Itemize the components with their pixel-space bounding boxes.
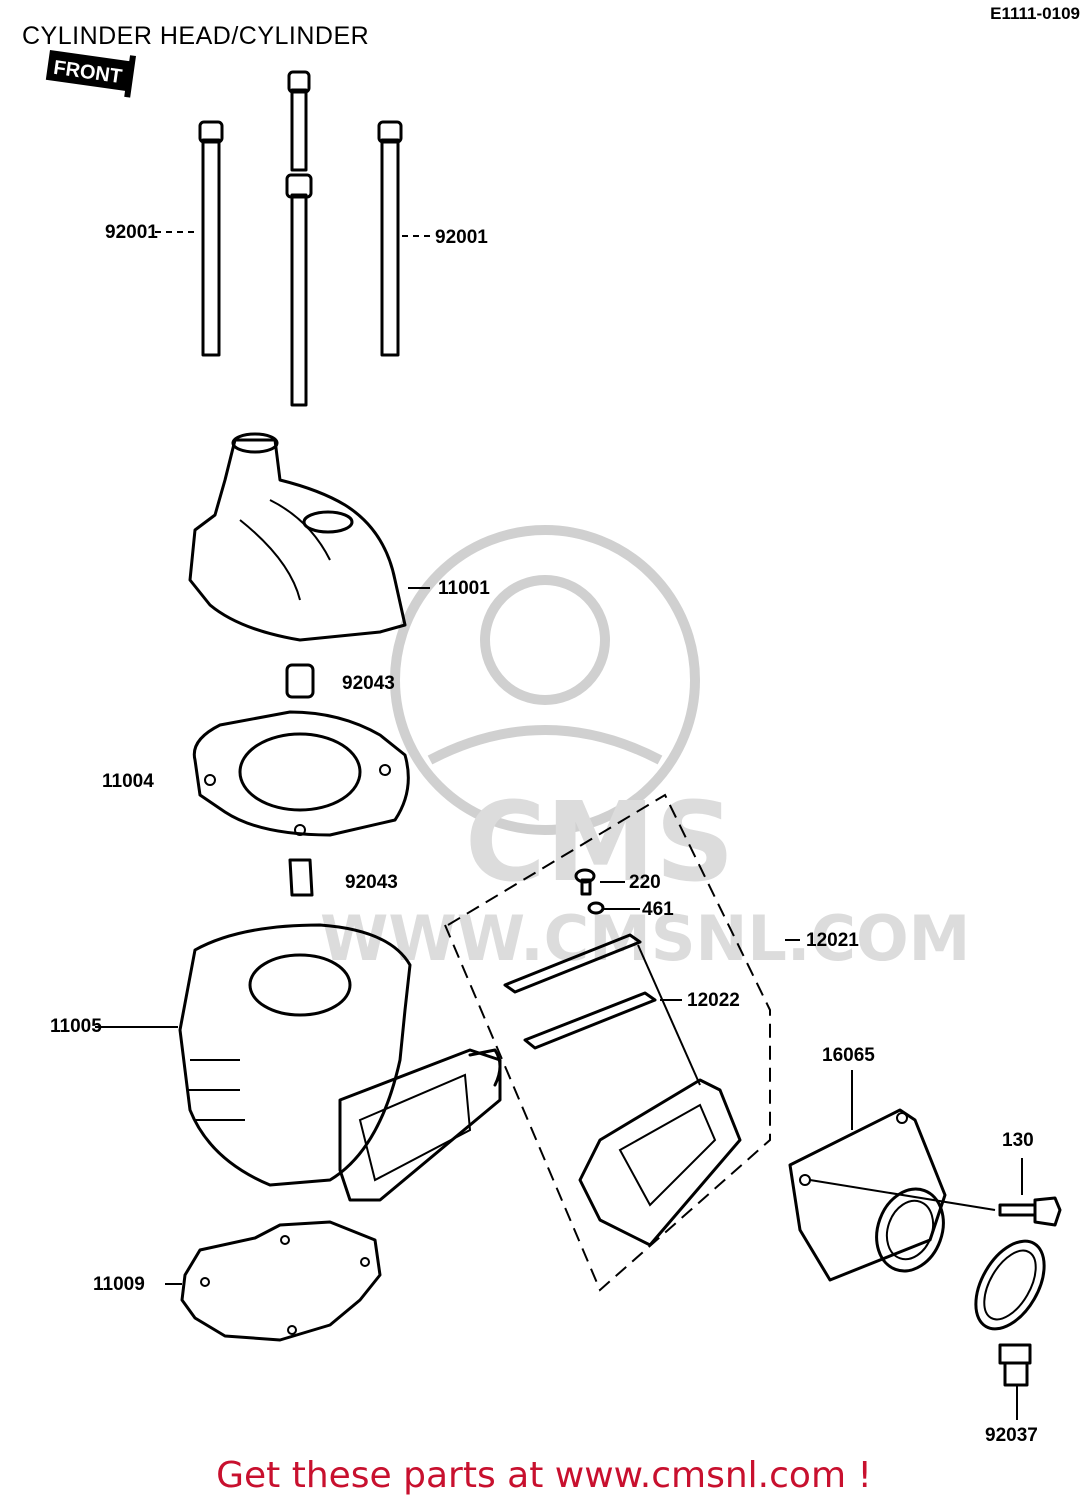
callout-92001-left[interactable]: 92001 xyxy=(105,222,158,243)
watermark-brand: CMS xyxy=(465,778,734,906)
stud-bolts xyxy=(155,70,430,407)
callout-92037[interactable]: 92037 xyxy=(985,1425,1038,1446)
callout-92043-lower[interactable]: 92043 xyxy=(345,872,398,893)
callout-11004[interactable]: 11004 xyxy=(102,771,154,792)
callout-11001[interactable]: 11001 xyxy=(438,578,490,599)
page-title: CYLINDER HEAD/CYLINDER xyxy=(22,22,370,50)
callout-12021[interactable]: 12021 xyxy=(806,930,859,951)
dowel-upper-drawing xyxy=(285,663,315,699)
flange-bolt-drawing xyxy=(998,1158,1062,1227)
callout-11009[interactable]: 11009 xyxy=(93,1274,145,1295)
callout-220[interactable]: 220 xyxy=(629,872,661,893)
base-gasket-drawing xyxy=(165,1220,382,1342)
callout-11005[interactable]: 11005 xyxy=(50,1016,102,1037)
cylinder-head-drawing xyxy=(188,432,430,642)
callout-92043-upper[interactable]: 92043 xyxy=(342,673,395,694)
callout-12022[interactable]: 12022 xyxy=(687,990,740,1011)
dowel-lower-drawing xyxy=(288,858,314,897)
promo-link[interactable]: Get these parts at www.cmsnl.com ! xyxy=(216,1455,872,1496)
clamp-drawing xyxy=(974,1239,1046,1420)
callout-92001-right[interactable]: 92001 xyxy=(435,227,488,248)
front-marker: FRONT xyxy=(45,50,136,98)
callout-461[interactable]: 461 xyxy=(642,899,674,920)
callout-130[interactable]: 130 xyxy=(1002,1130,1034,1151)
diagram-code: E1111-0109 xyxy=(990,4,1080,23)
intake-pipe-drawing xyxy=(788,1070,996,1282)
head-gasket-drawing xyxy=(192,710,410,837)
reed-valve-drawing xyxy=(444,793,800,1292)
cylinder-drawing xyxy=(95,923,502,1202)
callout-16065[interactable]: 16065 xyxy=(822,1045,875,1066)
